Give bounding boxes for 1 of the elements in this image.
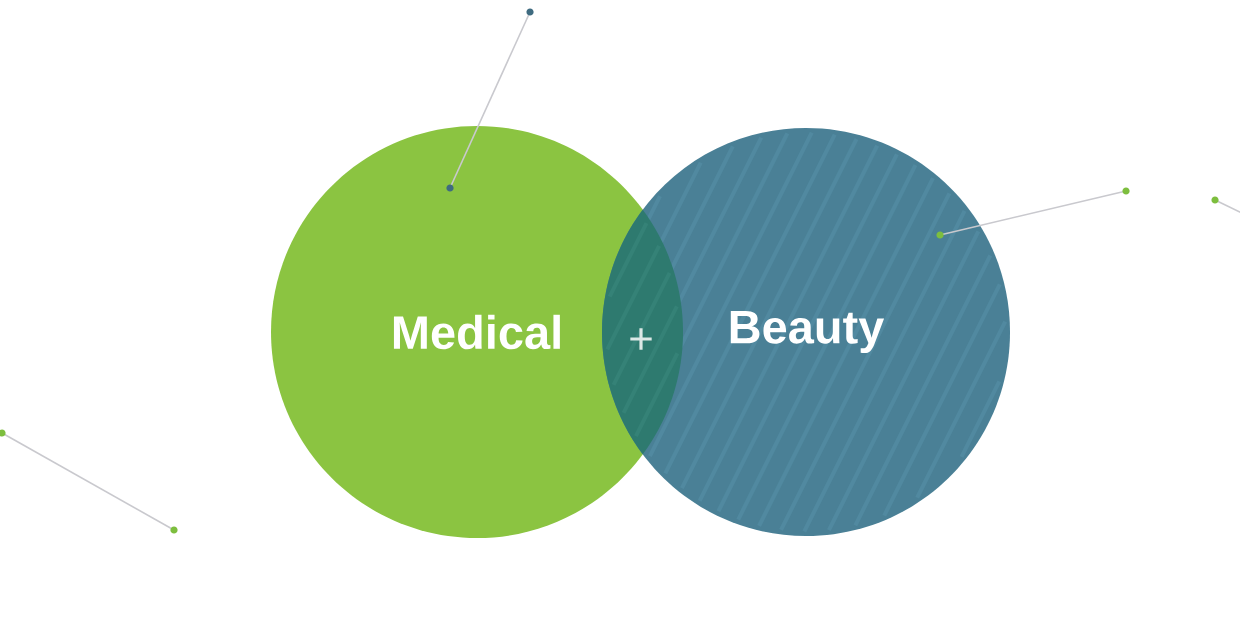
plus-sign: + xyxy=(630,328,652,350)
